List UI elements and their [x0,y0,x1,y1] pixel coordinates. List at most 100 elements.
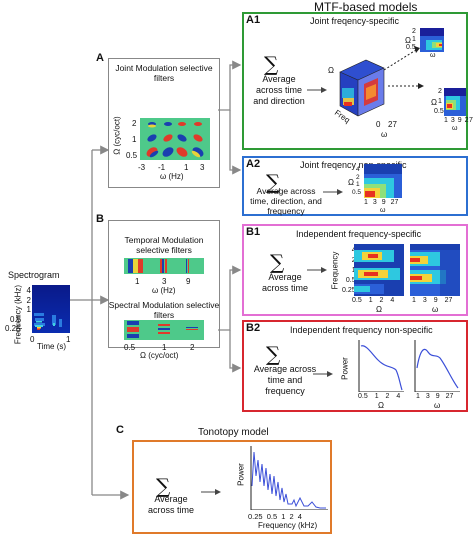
joint-filters-y-label: Ω (cyc/oct) [112,116,122,155]
joint-y-tick: 1 [132,135,137,144]
tonotopy-title: Tonotopy model [198,427,269,438]
spectrogram-y-tick: 0.25 [5,324,21,333]
c-arrow [201,489,221,495]
b2-letter: B2 [246,322,261,334]
b2-x-label-left: Ω [378,401,384,410]
a1-inset2-x-ticks: 1 3 9 27 [444,117,474,124]
joint-x-tick: -3 [138,163,146,172]
joint-filters-panel [108,58,220,188]
a2-box [242,156,468,216]
c-spectrum-plot [250,446,328,510]
c-operation: Average across time [147,494,194,515]
c-x-label: Frequency (kHz) [258,521,318,530]
a2-x-ticks: 1 3 9 27 [364,199,399,206]
b1-arrow [307,267,327,273]
b2-x-label-right: ω [434,401,441,410]
b1-y-label: Frequency [330,251,340,290]
a2-y-tick: 0.5 [352,189,362,196]
spectral-tick: 2 [190,343,195,352]
a2-x-label: ω [380,207,386,214]
joint-filters-title: Joint Modulation selective filters [115,63,213,83]
joint-x-label: ω (Hz) [160,172,184,181]
tonotopy-box [132,440,332,534]
joint-y-tick: 2 [132,119,137,128]
a1-cube-x-label: ω [381,130,388,139]
joint-y-tick: 0.5 [126,151,138,160]
joint-x-tick: -1 [158,163,166,172]
b1-heatmap-right [410,244,460,296]
joint-filters-image [140,118,210,160]
a1-inset1-x-label: ω [430,52,436,59]
b1-x-label-right: ω [432,305,439,314]
a1-letter: A1 [246,14,261,26]
b1-sigma-icon: ∑ [270,250,285,274]
a1-inset1-heatmap [420,28,444,52]
c-sigma-icon: ∑ [156,474,171,498]
b1-x-ticks-left: 0.5 1 2 4 [352,297,395,304]
temporal-filters-title: Temporal Modulation selective filters [124,235,204,255]
spectrogram-title: Spectrogram [8,270,60,280]
a1-inset1-y-tick: 2 [412,28,416,35]
a1-inset1-y-tick: 1 [412,36,416,43]
a2-arrow [323,189,343,195]
spectral-tick: 1 [162,343,167,352]
a1-dotted-arrows [383,46,424,89]
temporal-tick: 9 [186,277,191,286]
spectrogram-x-label: Time (s) [37,342,67,351]
section-c-letter: C [116,424,124,436]
temporal-tick: 1 [135,277,140,286]
joint-x-tick: 3 [200,163,205,172]
temporal-x-label: ω (Hz) [152,286,176,295]
b2-y-label: Power [340,357,350,380]
a1-cube-image [339,59,385,117]
spectrogram-image [32,285,70,333]
a1-operation: Average across time and direction [253,74,305,106]
b1-operation: Average across time [261,272,308,293]
a2-y-label: Ω [348,178,354,187]
b2-x-ticks-left: 0.5 1 2 4 [358,393,401,400]
b1-x-label-left: Ω [376,305,382,314]
a1-inset2-heatmap [444,88,466,116]
c-y-label: Power [236,463,246,486]
b1-letter: B1 [246,226,261,238]
a1-inset1-y-tick: 0.5 [406,44,416,51]
spectrogram-x-tick: 1 [66,335,71,344]
b1-box [242,224,468,316]
c-x-ticks: 0.25 0.5 1 2 4 [248,512,302,521]
a1-arrow [307,87,327,93]
a2-heatmap [364,164,402,198]
a1-box [242,12,468,150]
a1-inset2-x-label: ω [452,125,458,132]
spectrogram-y-ticks: 4 2 1 [26,286,31,315]
a1-inset2-y-label: Ω [431,98,437,107]
b2-box [242,320,468,412]
a1-inset2-y-tick: 1 [438,98,442,105]
spectral-x-label: Ω (cyc/oct) [140,351,179,360]
section-b-letter: B [96,213,104,225]
b2-title: Independent frequency non-specific [290,325,433,335]
b2-operation: Average across time and frequency [253,364,317,396]
a1-inset2-y-tick: 2 [438,88,442,95]
a1-inset2-y-tick: 0.5 [434,108,444,115]
spectral-tick: 0.5 [124,343,136,352]
b1-heatmap-left [354,244,404,296]
b2-curve-left [358,340,404,392]
a1-cube-x-tick: 0 [376,120,381,129]
a1-cube-x-tick: 27 [388,120,397,129]
spectrogram-y-tick: 0.5 [10,315,22,324]
b2-arrow [313,371,333,377]
a1-cube-y-label: Ω [328,66,334,75]
b2-x-ticks-right: 1 3 9 27 [416,393,454,400]
joint-x-tick: 1 [184,163,189,172]
b2-curve-right [414,340,460,392]
a2-letter: A2 [246,158,261,170]
b2-sigma-icon: ∑ [266,342,281,366]
spectrogram-x-tick: 0 [30,335,35,344]
section-a-letter: A [96,52,104,64]
a2-title: Joint freqency non-specific [300,160,407,170]
a2-sigma-icon: ∑ [266,170,281,194]
b1-title: Independent frequency-specific [296,229,422,239]
